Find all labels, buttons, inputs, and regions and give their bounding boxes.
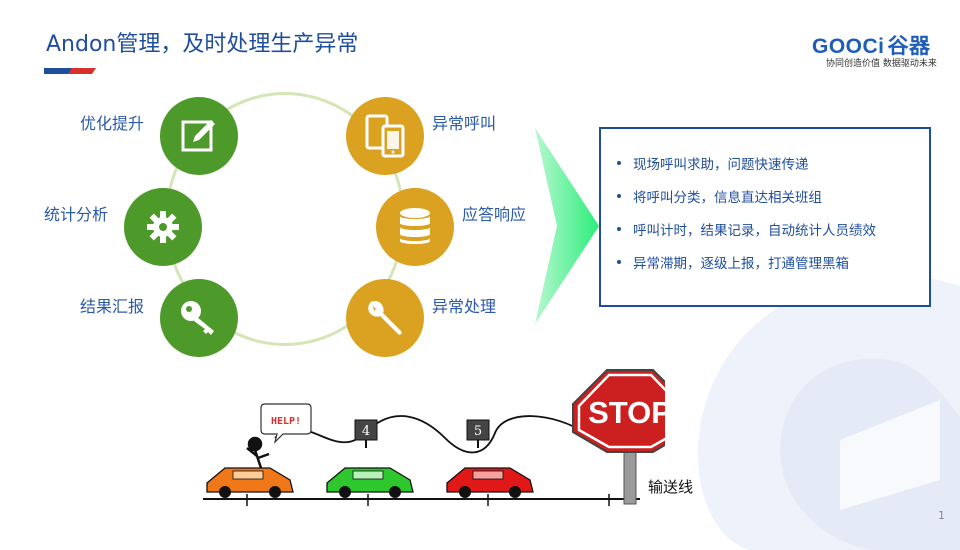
cycle-label-optimize: 优化提升 <box>80 114 145 133</box>
feature-item: 现场呼叫求助，问题快速传递 <box>617 157 929 174</box>
car-red <box>446 467 534 498</box>
chevron-right-icon <box>535 128 599 324</box>
bullet-icon <box>617 227 621 231</box>
feature-item: 呼叫计时，结果记录，自动统计人员绩效 <box>617 223 929 240</box>
svg-text:STOP: STOP <box>588 395 665 430</box>
page-number: 1 <box>938 509 945 522</box>
cycle-circle-report <box>160 279 238 357</box>
feature-item: 异常滞期，逐级上报，打通管理黑箱 <box>617 256 929 273</box>
edit-icon <box>181 120 215 152</box>
title-underline-blue <box>44 68 76 74</box>
station-box-4: 4 <box>354 419 378 448</box>
cycle-label-handle: 异常处理 <box>432 297 497 316</box>
feature-item: 将呼叫分类，信息直达相关班组 <box>617 190 929 207</box>
feature-box: 现场呼叫求助，问题快速传递 将呼叫分类，信息直达相关班组 呼叫计时，结果记录，自… <box>599 127 931 307</box>
cycle-circle-call <box>346 97 424 175</box>
andon-line-illustration: 4 5 HELP! <box>203 369 665 506</box>
signal-wire <box>274 415 586 454</box>
conveyor-line-label: 输送线 <box>648 478 694 496</box>
car-orange <box>206 467 294 498</box>
car-green <box>326 467 414 498</box>
svg-text:5: 5 <box>474 424 482 439</box>
feature-list: 现场呼叫求助，问题快速传递 将呼叫分类，信息直达相关班组 呼叫计时，结果记录，自… <box>601 129 929 273</box>
cycle-label-report: 结果汇报 <box>80 297 145 316</box>
gear-icon <box>147 211 179 243</box>
cycle-circle-optimize <box>160 97 238 175</box>
cycle-circle-handle <box>346 279 424 357</box>
wrench-icon <box>368 300 402 335</box>
logo-cn-text: 谷器 <box>887 34 931 58</box>
cycle-label-response: 应答响应 <box>462 205 527 224</box>
key-icon <box>181 301 214 335</box>
cycle-circle-response <box>376 188 454 266</box>
page-title: Andon管理，及时处理生产异常 <box>46 32 359 57</box>
bullet-icon <box>617 194 621 198</box>
logo-text: GOOCi <box>812 35 885 58</box>
station-box-5: 5 <box>466 419 490 448</box>
cycle-circle-statistics <box>124 188 202 266</box>
stop-sign: STOP <box>572 369 665 505</box>
svg-text:HELP!: HELP! <box>271 416 301 427</box>
help-speech-bubble: HELP! <box>260 403 312 444</box>
cycle-label-statistics: 统计分析 <box>44 205 109 224</box>
mobile-devices-icon <box>365 114 405 158</box>
svg-text:4: 4 <box>362 424 370 439</box>
brand-slogan: 协同创造价值 数据驱动未来 <box>826 59 937 69</box>
cycle-label-call: 异常呼叫 <box>432 114 497 133</box>
bullet-icon <box>617 161 621 165</box>
title-underline-red <box>67 68 97 74</box>
bullet-icon <box>617 260 621 264</box>
database-icon <box>400 208 430 244</box>
background-decoration <box>697 274 960 550</box>
